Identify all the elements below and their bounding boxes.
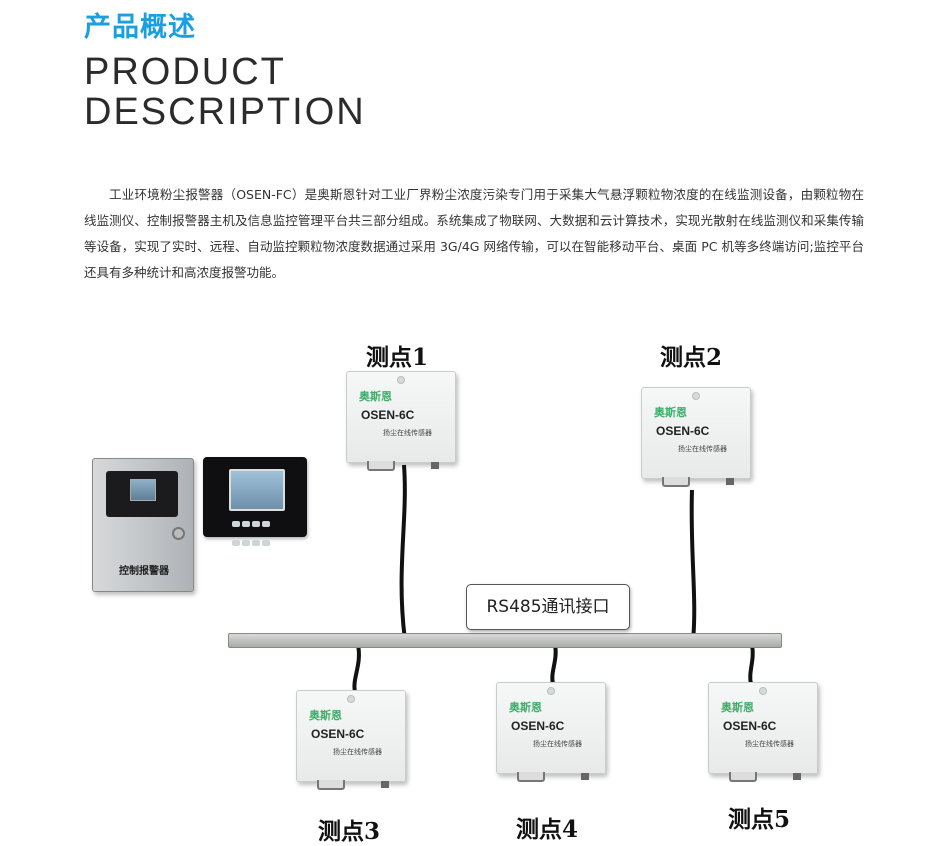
sensor-desc: 扬尘在线传感器 (533, 740, 582, 748)
mount-clip-icon (729, 772, 757, 782)
mount-clip-icon (367, 461, 395, 471)
status-led-icon (347, 695, 355, 703)
status-led-icon (759, 687, 767, 695)
sensor-desc: 扬尘在线传感器 (678, 445, 727, 453)
controller-face (106, 471, 178, 517)
mount-clip-icon (662, 477, 690, 487)
sensor-model: OSEN-6C (723, 719, 777, 733)
title-en-line2: DESCRIPTION (84, 91, 366, 133)
sensor-unit-1: 奥斯恩 OSEN-6C 扬尘在线传感器 (346, 371, 456, 471)
cable-gland-icon (381, 781, 389, 788)
rs485-bus-bar (228, 633, 782, 648)
cable-gland-icon (726, 478, 734, 485)
sensor-brand: 奥斯恩 (721, 701, 754, 714)
point-label-4: 测点4 (516, 816, 579, 843)
sensor-desc: 扬尘在线传感器 (333, 748, 382, 756)
cable-lines (352, 464, 755, 693)
point-label-1: 测点1 (366, 344, 429, 371)
mount-clip-icon (517, 772, 545, 782)
mount-clip-icon (317, 780, 345, 790)
cable-gland-icon (431, 462, 439, 469)
point-label-2: 测点2 (660, 344, 723, 371)
controller-cabinet: 控制报警器 (92, 458, 194, 592)
sensor-brand: 奥斯恩 (654, 406, 687, 419)
sensor-unit-5: 奥斯恩 OSEN-6C 扬尘在线传感器 (708, 682, 818, 782)
sensor-brand: 奥斯恩 (309, 709, 342, 722)
sensor-model: OSEN-6C (656, 424, 710, 438)
rs485-bus-label: RS485通讯接口 (466, 584, 630, 630)
status-led-icon (397, 376, 405, 384)
sensor-brand: 奥斯恩 (509, 701, 542, 714)
sensor-model: OSEN-6C (511, 719, 565, 733)
sensor-brand: 奥斯恩 (359, 390, 392, 403)
cable-gland-icon (793, 773, 801, 780)
status-led-icon (692, 392, 700, 400)
cable-gland-icon (581, 773, 589, 780)
sensor-model: OSEN-6C (311, 727, 365, 741)
sensor-unit-3: 奥斯恩 OSEN-6C 扬尘在线传感器 (296, 690, 406, 790)
sensor-unit-2: 奥斯恩 OSEN-6C 扬尘在线传感器 (641, 387, 751, 487)
controller-screen-icon (130, 479, 156, 501)
controller-display-icon (229, 469, 285, 511)
controller-label: 控制报警器 (119, 566, 169, 577)
section-title-cn: 产品概述 (84, 12, 196, 43)
sensor-desc: 扬尘在线传感器 (745, 740, 794, 748)
system-diagram: 测点1 测点2 测点3 测点4 测点5 奥斯恩 OSEN-6C 扬尘在线传感器 … (0, 300, 945, 845)
sensor-unit-4: 奥斯恩 OSEN-6C 扬尘在线传感器 (496, 682, 606, 782)
status-led-icon (547, 687, 555, 695)
section-title-en: PRODUCT DESCRIPTION (84, 52, 366, 132)
title-en-line1: PRODUCT (84, 51, 286, 93)
sensor-model: OSEN-6C (361, 408, 415, 422)
controller-front-panel (203, 457, 307, 546)
point-label-5: 测点5 (728, 806, 791, 833)
sensor-desc: 扬尘在线传感器 (383, 429, 432, 437)
keypad-icon (231, 513, 279, 546)
intro-paragraph: 工业环境粉尘报警器（OSEN-FC）是奥斯恩针对工业厂界粉尘浓度污染专门用于采集… (84, 187, 864, 280)
lock-icon (172, 527, 185, 540)
